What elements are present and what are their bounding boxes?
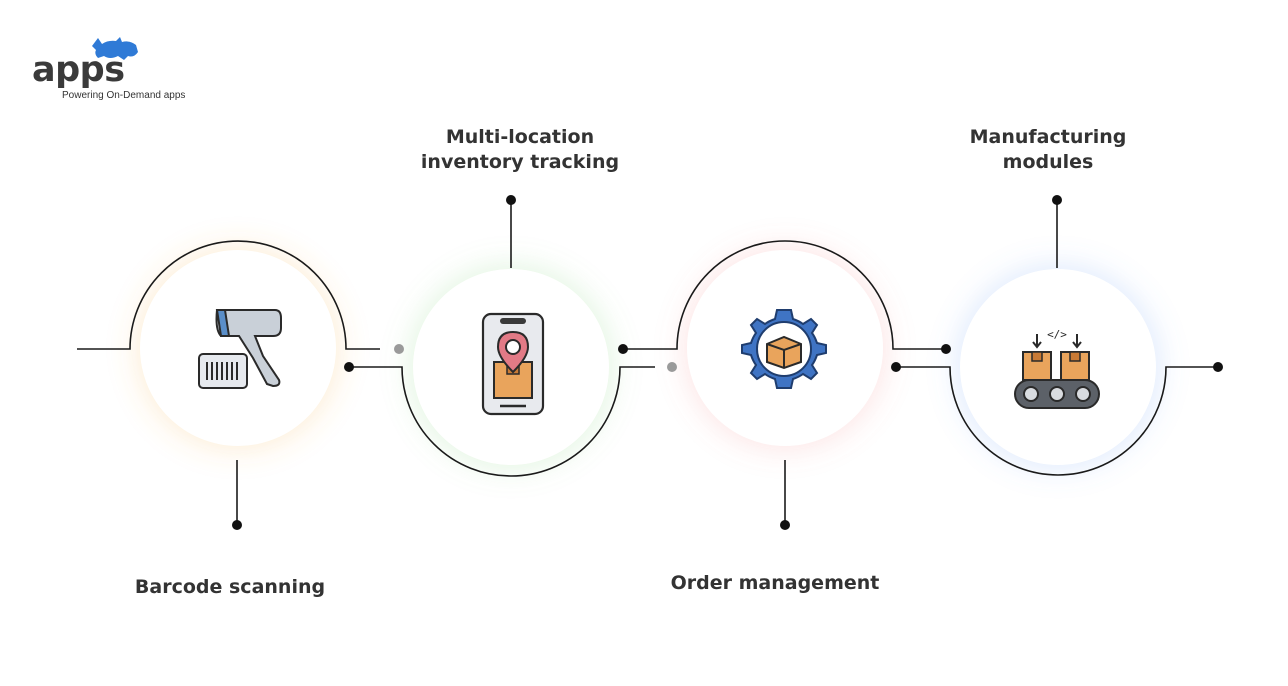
logo-tagline: Powering On-Demand apps (62, 90, 186, 101)
dot-line-2-end (667, 362, 677, 372)
phone-location-pin-icon (481, 312, 545, 416)
label-multi-location-inventory: Multi-location inventory tracking (400, 125, 640, 175)
dot-manu-stem (1052, 195, 1062, 205)
label-manufacturing-text: Manufacturing modules (969, 126, 1127, 173)
dot-line-4-end (1213, 362, 1223, 372)
connector-line-3 (623, 240, 945, 350)
connector-line-4 (896, 366, 1218, 476)
dot-line-3-end (941, 344, 951, 354)
logo: apps Powering On-Demand apps (32, 36, 222, 106)
dot-multi-stem (506, 195, 516, 205)
dot-line-2-start (344, 362, 354, 372)
circle-barcode (140, 250, 336, 446)
barcode-scanner-icon (198, 309, 282, 389)
dot-line-4-start (891, 362, 901, 372)
label-multi-location-text: Multi-location inventory tracking (420, 126, 620, 173)
label-order-management: Order management (670, 572, 880, 594)
conveyor-boxes-icon: </> (1014, 328, 1100, 409)
dot-order-stem (780, 520, 790, 530)
dot-barcode-stem (232, 520, 242, 530)
circle-manufacturing (960, 269, 1156, 465)
label-barcode-scanning: Barcode scanning (134, 576, 326, 598)
label-manufacturing-modules: Manufacturing modules (948, 125, 1148, 175)
dot-line-3-start (618, 344, 628, 354)
gear-box-icon (741, 309, 827, 389)
connector-line-1 (77, 240, 380, 350)
svg-text:</>: </> (1047, 328, 1067, 341)
connector-line-2 (350, 366, 655, 477)
rhino-icon (92, 37, 138, 60)
logo-wordmark: apps (32, 50, 125, 90)
dot-line-1-end (394, 344, 404, 354)
